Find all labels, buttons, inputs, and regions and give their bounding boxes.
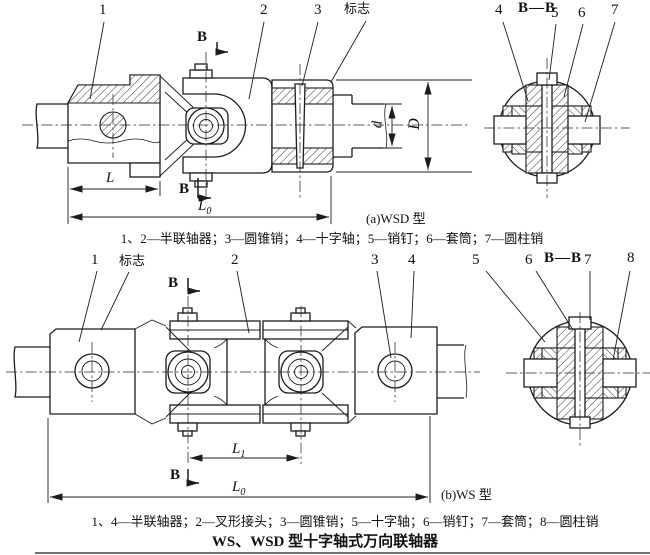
coupling-1a-step <box>129 162 161 178</box>
shaft-break-a <box>384 103 388 149</box>
sleeve-b-4 <box>602 386 619 399</box>
part-label-3a: 3 <box>314 2 322 18</box>
dimension-lines <box>47 79 472 503</box>
view-letter-B-bottom-b: B <box>170 467 181 483</box>
break-line <box>67 138 161 144</box>
tab-top-right-b <box>290 312 311 322</box>
part-label-6a: 6 <box>578 5 586 21</box>
fork-arm-edges-b <box>165 326 349 418</box>
fork-joint-shoulders-b <box>213 338 279 406</box>
part-label-5a: 5 <box>551 5 559 21</box>
pin-bore-left-a <box>493 115 527 145</box>
tab-top-left-b <box>177 312 198 322</box>
tab-cap-top-left-b <box>182 307 193 314</box>
sleeve-b-2 <box>541 386 558 399</box>
shaft-break-b <box>464 344 468 399</box>
cone-right-b <box>347 320 357 424</box>
section-cut-marks <box>186 42 228 487</box>
pin-head-top-a <box>194 63 208 71</box>
part-label-2b: 2 <box>231 252 239 268</box>
shaft-left-a <box>35 103 68 149</box>
sleeve-a-2 <box>511 143 527 155</box>
part-label-3b: 3 <box>371 252 379 268</box>
sleeve-b-1 <box>541 347 558 360</box>
yoke-tab-top-a <box>189 69 213 79</box>
view-letter-B-top-a: B <box>197 29 208 45</box>
figure-b-type-label: (b)WS 型 <box>441 487 492 502</box>
drawing-title: WS、WSD 型十字轴式万向联轴器 <box>211 534 439 550</box>
section-title-a: B—B <box>518 0 557 16</box>
part-label-1a: 1 <box>99 2 107 18</box>
fork-arm-edges-a <box>159 75 198 177</box>
cone-left-b <box>134 319 167 425</box>
sleeve-a-4 <box>567 143 583 155</box>
sleeve-a-1 <box>511 105 527 117</box>
view-letter-B-top-b: B <box>168 275 179 291</box>
leader-lines <box>78 20 631 361</box>
coupling-1a-section-band <box>67 74 161 104</box>
part-label-7b: 7 <box>584 252 592 268</box>
yoke-tab-bottom-a <box>189 172 213 182</box>
figure-a-caption: 1、2—半联轴器；3—圆锥销；4—十字轴；5—销钉；6—套筒；7—圆柱销 <box>120 231 544 246</box>
dim-L1-label: L1 <box>232 441 246 460</box>
part-label-8b: 8 <box>627 250 635 266</box>
center-lines <box>6 52 650 464</box>
part-label-4a: 4 <box>495 2 503 18</box>
dim-L0-label-b: L0 <box>232 479 246 498</box>
view-letter-B-bottom-a: B <box>179 181 190 197</box>
shaft-right-a <box>333 94 383 158</box>
figure-b-caption: 1、4—半联轴器；2—叉形接头；3—圆锥销；5—十字轴；6—销钉；7—套筒；8—… <box>91 514 599 529</box>
tab-cap-top-right-b <box>295 307 306 314</box>
figure-a-main-view <box>35 63 388 188</box>
dim-L-label: L <box>106 170 115 186</box>
part-label-7a: 7 <box>611 2 619 18</box>
part-label-2a: 2 <box>260 2 268 18</box>
pin-head-bottom-a <box>194 180 208 188</box>
part-label-4b: 4 <box>408 252 416 268</box>
pin-bore-right-a <box>567 115 601 145</box>
tab-cap-bottom-right-b <box>295 430 306 437</box>
mark-label-a: 标志 <box>344 1 371 16</box>
plate-inner-lines-b <box>170 329 348 415</box>
shaft-right-b <box>437 344 464 399</box>
figure-a-type-label: (a)WSD 型 <box>366 211 426 226</box>
sleeve-b-3 <box>602 347 619 360</box>
part-label-6b: 6 <box>525 252 533 268</box>
mark-label-b: 标志 <box>119 253 146 268</box>
part-label-1b: 1 <box>91 252 99 268</box>
part-label-5b: 5 <box>472 252 480 268</box>
dim-D-label: D <box>405 118 423 130</box>
dim-d-label: d <box>369 120 386 129</box>
tab-cap-bottom-left-b <box>182 430 193 437</box>
section-title-b: B—B <box>544 250 583 266</box>
sleeve-a-3 <box>567 105 583 117</box>
tab-bottom-right-b <box>290 422 311 432</box>
tab-bottom-left-b <box>177 422 198 432</box>
dim-L0-label-a: L0 <box>198 198 212 217</box>
